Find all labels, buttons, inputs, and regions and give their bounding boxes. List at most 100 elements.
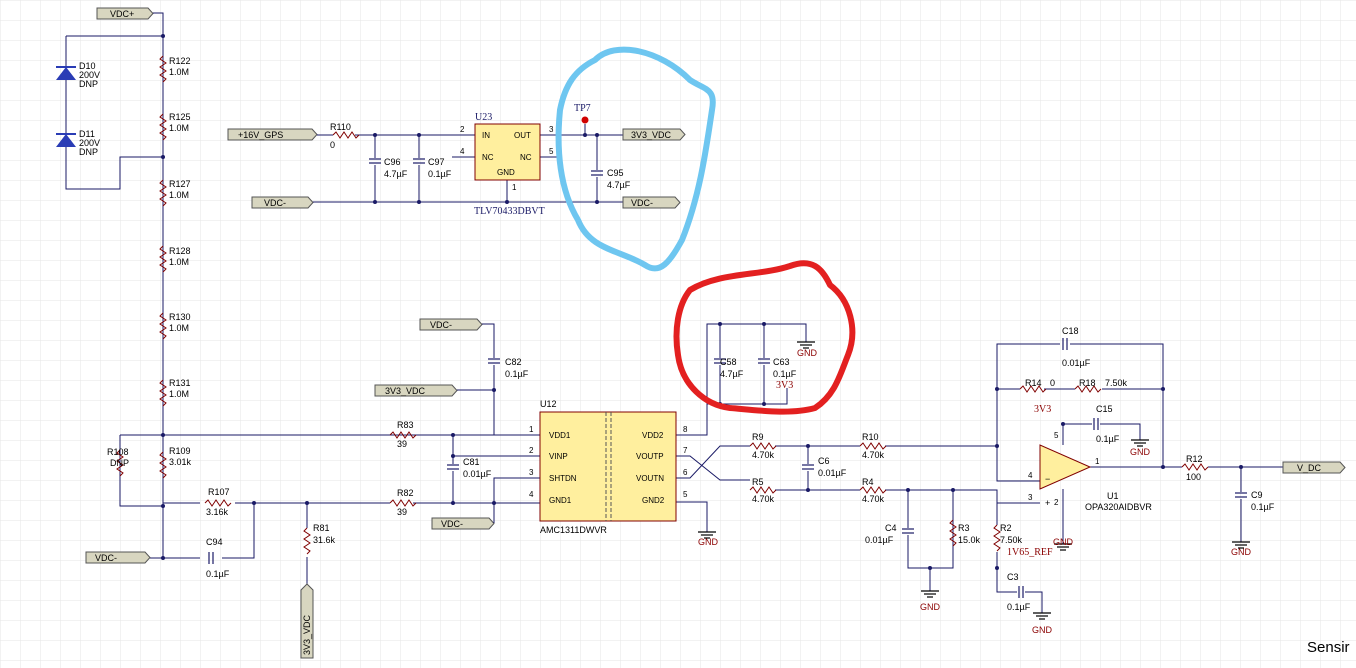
svg-text:1: 1 [1095, 457, 1100, 466]
vdc-minus-port-u12-gnd[interactable]: VDC- [431, 517, 495, 530]
v16-gps-port[interactable]: +16V_GPS [227, 128, 318, 141]
svg-text:GND1: GND1 [549, 496, 572, 505]
svg-text:GND: GND [1032, 625, 1053, 635]
svg-text:2: 2 [529, 446, 534, 455]
svg-text:3: 3 [549, 125, 554, 134]
resistor-r4: R44.70k [859, 477, 887, 504]
svg-text:4.70k: 4.70k [862, 450, 885, 460]
svg-text:4.7µF: 4.7µF [607, 180, 631, 190]
svg-text:1.0M: 1.0M [169, 123, 189, 133]
resistor-r5: R54.70k [749, 477, 777, 504]
diode-d11: D11 200V DNP [56, 129, 100, 157]
regulator-junctions [373, 133, 599, 204]
svg-text:C94: C94 [206, 537, 223, 547]
ground-symbol-c15: GND [1130, 431, 1151, 457]
vdc-minus-port[interactable]: VDC- [251, 196, 314, 209]
vdc-plus-port[interactable]: VDC+ [96, 7, 154, 20]
svg-text:VDC+: VDC+ [110, 9, 134, 19]
svg-text:R125: R125 [169, 112, 191, 122]
opamp-u1[interactable]: − + 4 3 1 5 2 U1 OPA320AIDBVR [1028, 431, 1152, 512]
svg-text:OPA320AIDBVR: OPA320AIDBVR [1085, 502, 1152, 512]
svg-text:R128: R128 [169, 246, 191, 256]
svg-text:R108: R108 [107, 447, 129, 457]
ground-symbol-c63: GND [796, 333, 818, 358]
svg-text:TP7: TP7 [574, 103, 591, 114]
capacitor-c4: C40.01µF [865, 523, 915, 545]
svg-text:4.7µF: 4.7µF [720, 369, 744, 379]
svg-text:0.01µF: 0.01µF [818, 468, 847, 478]
svg-text:C3: C3 [1007, 572, 1019, 582]
svg-text:100: 100 [1186, 472, 1201, 482]
svg-text:3: 3 [1028, 493, 1033, 502]
resistor-r2: R27.50k [993, 523, 1023, 552]
v3v3-vdc-output-port[interactable]: 3V3_VDC [622, 128, 686, 141]
diode-d10: D10 200V DNP [56, 61, 100, 89]
svg-text:VDC-: VDC- [441, 519, 463, 529]
svg-text:R3: R3 [958, 523, 970, 533]
svg-text:39: 39 [397, 507, 407, 517]
svg-text:3.01k: 3.01k [169, 457, 192, 467]
isolation-amplifier-u12[interactable]: U12 VDD1 VINP SHTDN GND1 VDD2 VOUTP VOUT… [529, 399, 688, 535]
svg-text:C58: C58 [720, 357, 737, 367]
svg-text:OUT: OUT [514, 131, 531, 140]
v3v3-vdc-vertical-port[interactable]: 3V3_VDC [300, 583, 314, 659]
svg-text:SHTDN: SHTDN [549, 474, 577, 483]
vdc-minus-port-bottom[interactable]: VDC- [85, 551, 151, 564]
red-highlight-circle [673, 260, 856, 415]
svg-text:R12: R12 [1186, 454, 1203, 464]
svg-text:1.0M: 1.0M [169, 323, 189, 333]
power-3v3-c63: 3V3 [776, 380, 793, 391]
svg-text:VDC-: VDC- [631, 198, 653, 208]
svg-text:VDC-: VDC- [430, 320, 452, 330]
svg-text:7.50k: 7.50k [1105, 378, 1128, 388]
svg-text:39: 39 [397, 439, 407, 449]
svg-text:4.70k: 4.70k [862, 494, 885, 504]
regulator-u23[interactable]: U23 IN OUT NC NC GND 2 4 3 5 1 TLV70433D… [460, 112, 554, 217]
svg-text:1: 1 [512, 183, 517, 192]
svg-text:4: 4 [529, 490, 534, 499]
svg-text:6: 6 [683, 468, 688, 477]
ground-symbol-u1: GND [1053, 535, 1074, 551]
svg-text:R10: R10 [862, 432, 879, 442]
svg-text:R131: R131 [169, 378, 191, 388]
svg-text:2: 2 [1054, 498, 1059, 507]
svg-text:IN: IN [482, 131, 490, 140]
resistor-r9: R94.70k [749, 432, 777, 460]
svg-text:7.50k: 7.50k [1000, 535, 1023, 545]
svg-text:0.01µF: 0.01µF [463, 469, 492, 479]
svg-text:DNP: DNP [79, 147, 98, 157]
vdc-minus-port-u12[interactable]: VDC- [419, 318, 483, 331]
svg-text:0: 0 [1050, 378, 1055, 388]
svg-text:C6: C6 [818, 456, 830, 466]
svg-text:1: 1 [529, 425, 534, 434]
svg-text:2: 2 [460, 125, 465, 134]
v3v3-vdc-port-u12[interactable]: 3V3_VDC [374, 384, 458, 397]
svg-text:4.70k: 4.70k [752, 494, 775, 504]
svg-text:DNP: DNP [110, 458, 129, 468]
svg-text:D11: D11 [79, 129, 95, 139]
test-point-tp7[interactable]: TP7 [574, 103, 591, 124]
svg-text:1.0M: 1.0M [169, 190, 189, 200]
svg-text:5: 5 [549, 147, 554, 156]
svg-text:C63: C63 [773, 357, 790, 367]
vdc-minus-output-port[interactable]: VDC- [622, 196, 681, 209]
svg-text:1.0M: 1.0M [169, 257, 189, 267]
v-dc-output-port[interactable]: V_DC [1282, 461, 1346, 474]
u12-junctions [451, 322, 766, 505]
svg-text:R107: R107 [208, 487, 230, 497]
svg-text:5: 5 [1054, 431, 1059, 440]
svg-text:3V3_VDC: 3V3_VDC [631, 130, 672, 140]
